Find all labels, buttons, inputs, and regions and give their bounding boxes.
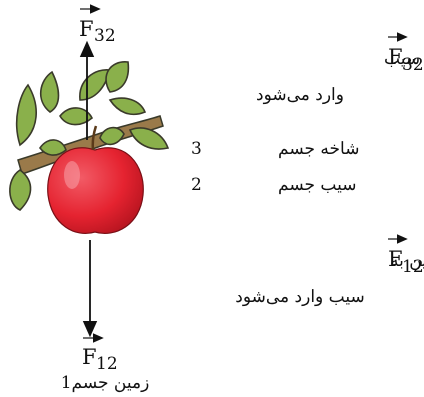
leaf [128, 127, 170, 150]
apple [47, 125, 144, 234]
svg-text:12: 12 [96, 354, 118, 374]
branch-label: شاخه جسم [278, 139, 359, 159]
leaf [15, 83, 37, 147]
apple-number: 2 [191, 175, 202, 195]
svg-text:F: F [388, 45, 403, 69]
force-desc-line2: وارد می‌شود [256, 85, 344, 105]
leaves [9, 61, 170, 211]
earth-label: زمین جسم1 [61, 373, 150, 393]
apple-label: سیب جسم [278, 175, 356, 195]
leaf [39, 139, 67, 156]
svg-text:F: F [82, 345, 97, 369]
force-desc-line1: نیرویی که از طرف زمین به [390, 251, 424, 271]
body-labels: شاخه جسم 3 سیب جسم 2 [191, 139, 359, 195]
svg-text:F: F [388, 247, 403, 271]
force-description-F32: F 32 نیرویی که از طرف شاخه به سیب وارد م… [256, 32, 424, 105]
branch-number: 3 [191, 139, 202, 159]
force-desc-line2: سیب وارد می‌شود [235, 287, 364, 307]
svg-text:12: 12 [402, 257, 424, 277]
leaf [108, 97, 147, 116]
force-desc-line1: نیرویی که از طرف شاخه به سیب [384, 49, 424, 69]
svg-text:32: 32 [402, 55, 424, 75]
force-label-F32: F 32 [79, 4, 116, 46]
leaf [79, 69, 112, 101]
svg-text:32: 32 [94, 26, 116, 46]
force-description-F12: F 12 نیرویی که از طرف زمین به سیب وارد م… [235, 234, 424, 307]
force-arrows [79, 40, 98, 338]
leaf [40, 70, 60, 113]
leaf [105, 61, 130, 93]
svg-text:F: F [79, 17, 94, 41]
force-label-F12: F 12 [82, 333, 118, 374]
leaf [9, 169, 32, 211]
leaf [99, 126, 125, 146]
leaf [59, 107, 93, 126]
